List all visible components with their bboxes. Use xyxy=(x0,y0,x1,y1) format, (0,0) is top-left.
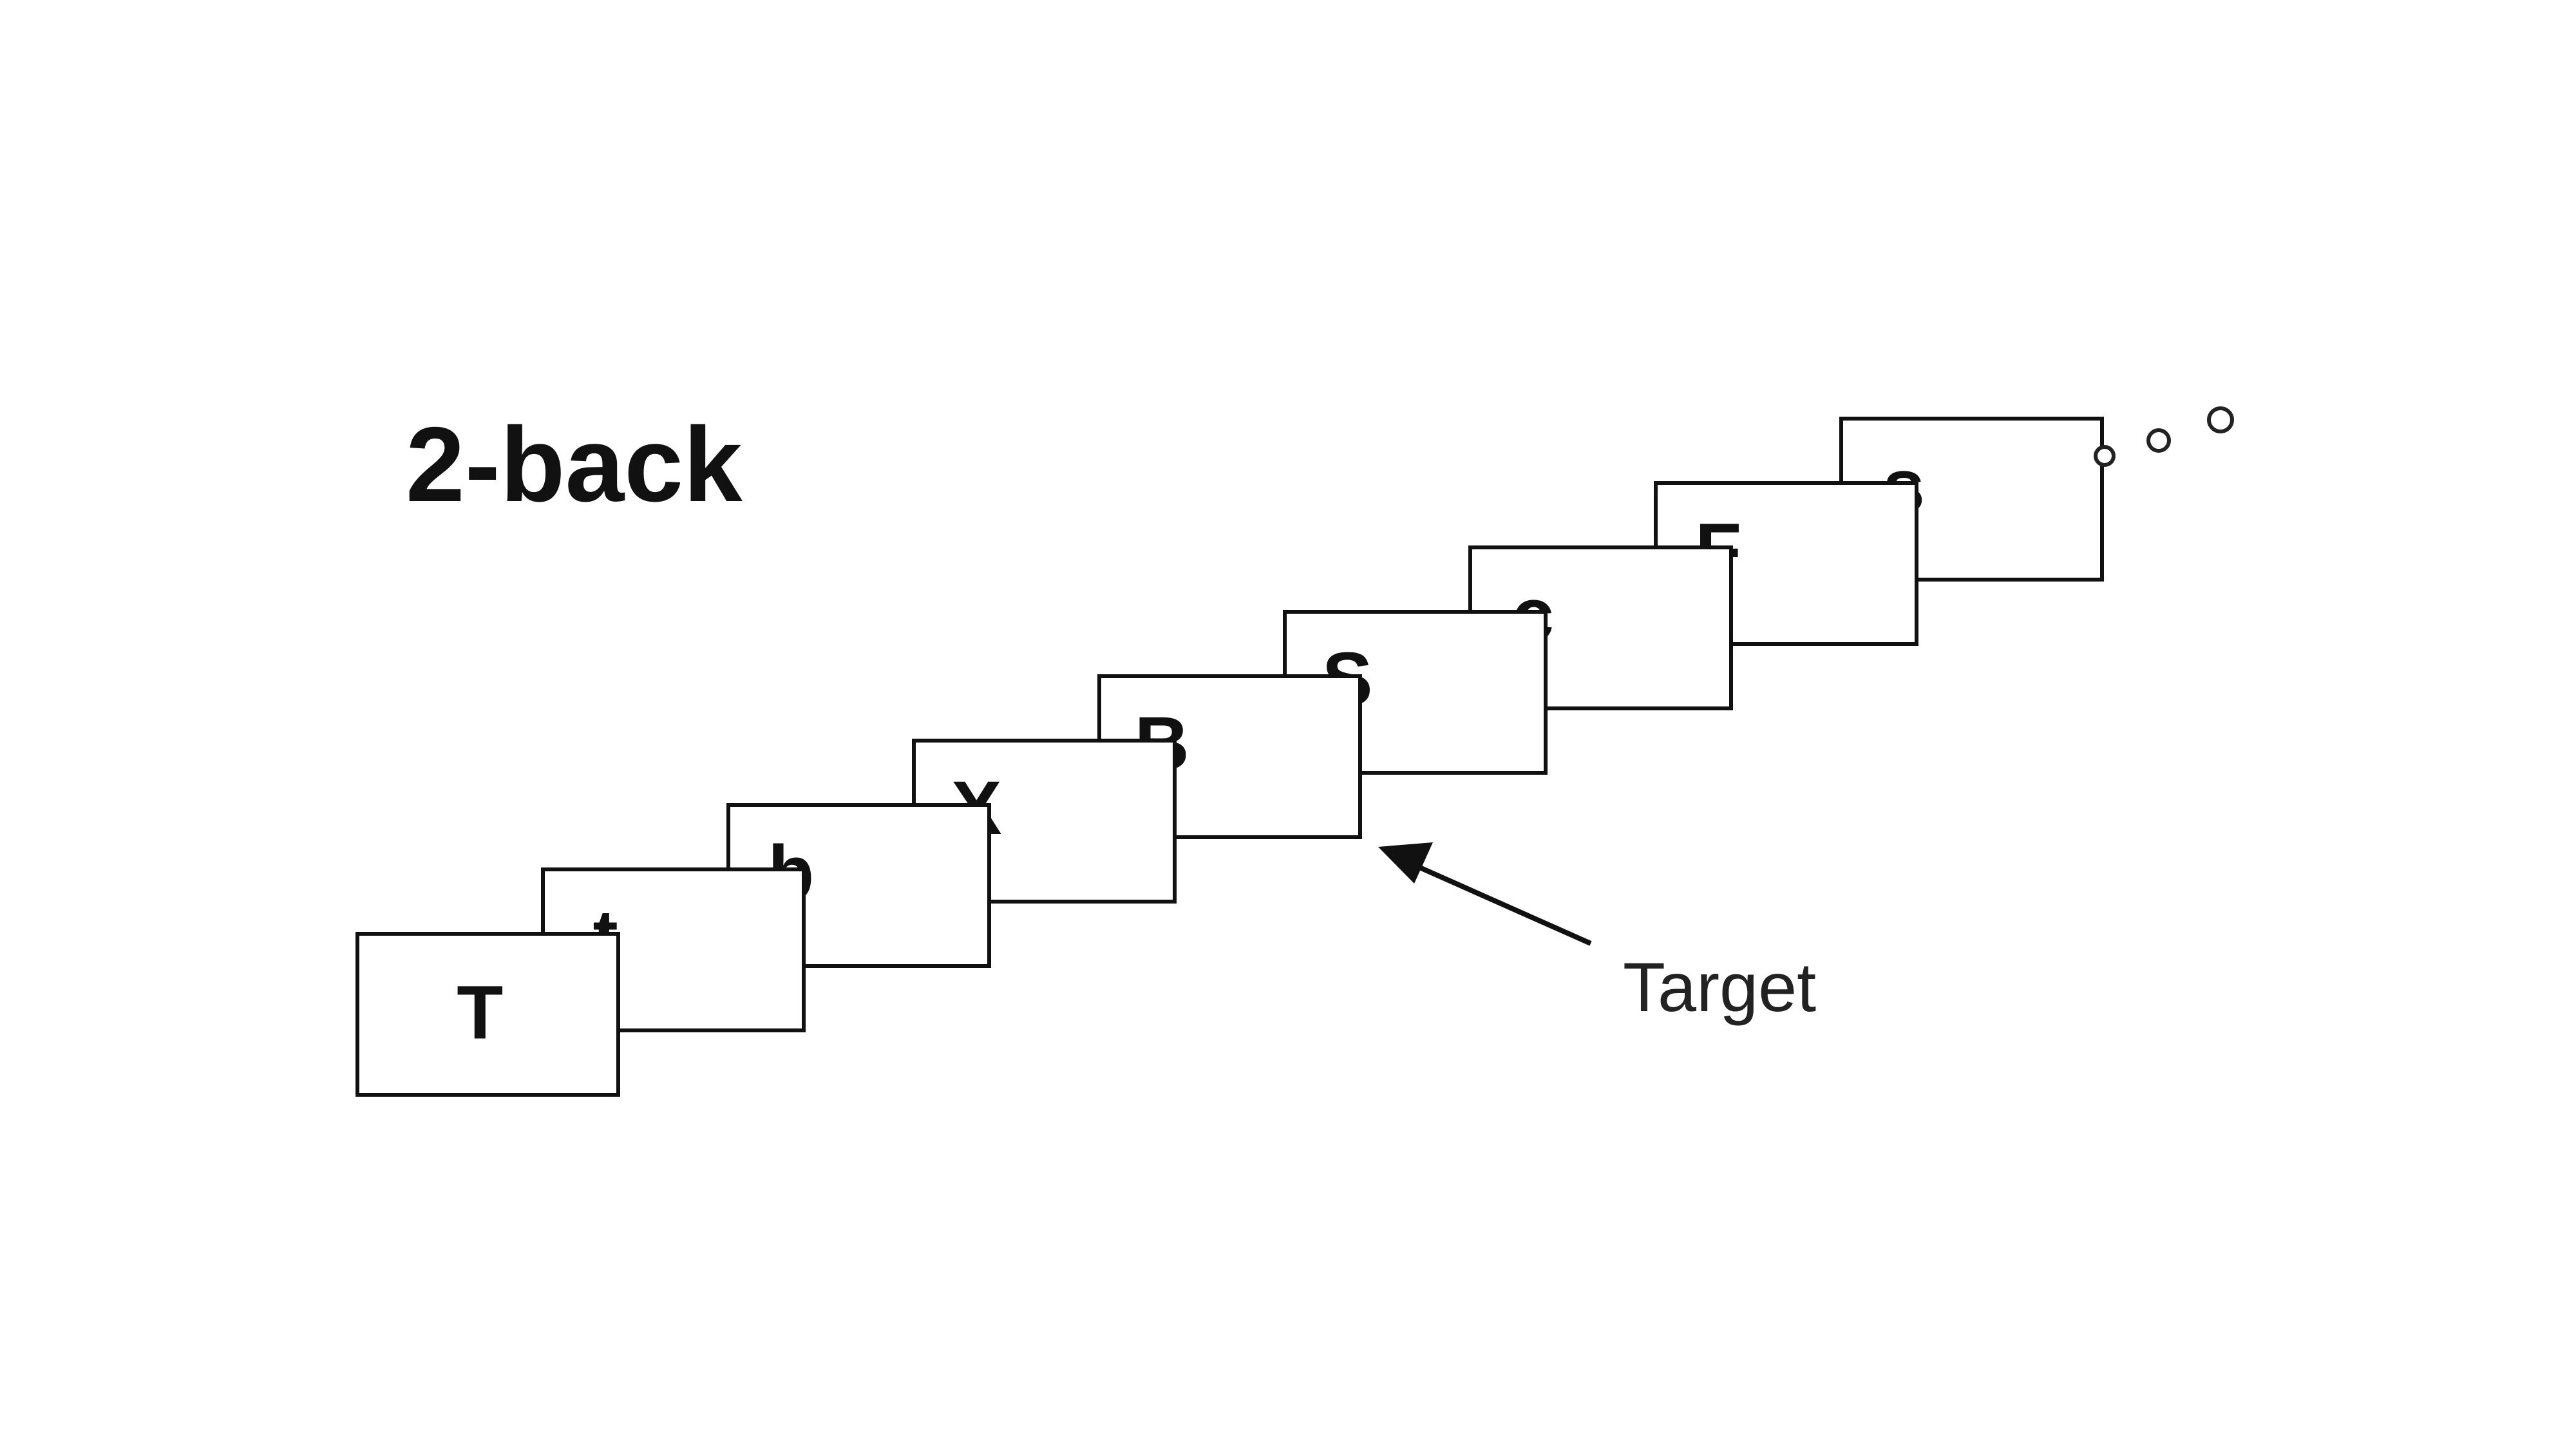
card-frame xyxy=(355,932,620,1097)
target-arrow-shaft xyxy=(1416,864,1592,946)
arrow-head-icon xyxy=(1378,842,1433,884)
continuation-dot-2 xyxy=(2146,428,2171,453)
continuation-dot-1 xyxy=(2094,445,2116,467)
target-arrow xyxy=(1378,842,1592,946)
continuation-dot-3 xyxy=(2207,406,2234,433)
diagram-title: 2-back xyxy=(406,405,743,524)
target-label: Target xyxy=(1623,948,1816,1026)
stimulus-card-1: T xyxy=(355,932,620,1097)
stimulus-sequence: sFcSBXbtT xyxy=(355,417,2104,1097)
continuation-dots xyxy=(2094,406,2234,467)
card-letter: T xyxy=(457,971,503,1056)
